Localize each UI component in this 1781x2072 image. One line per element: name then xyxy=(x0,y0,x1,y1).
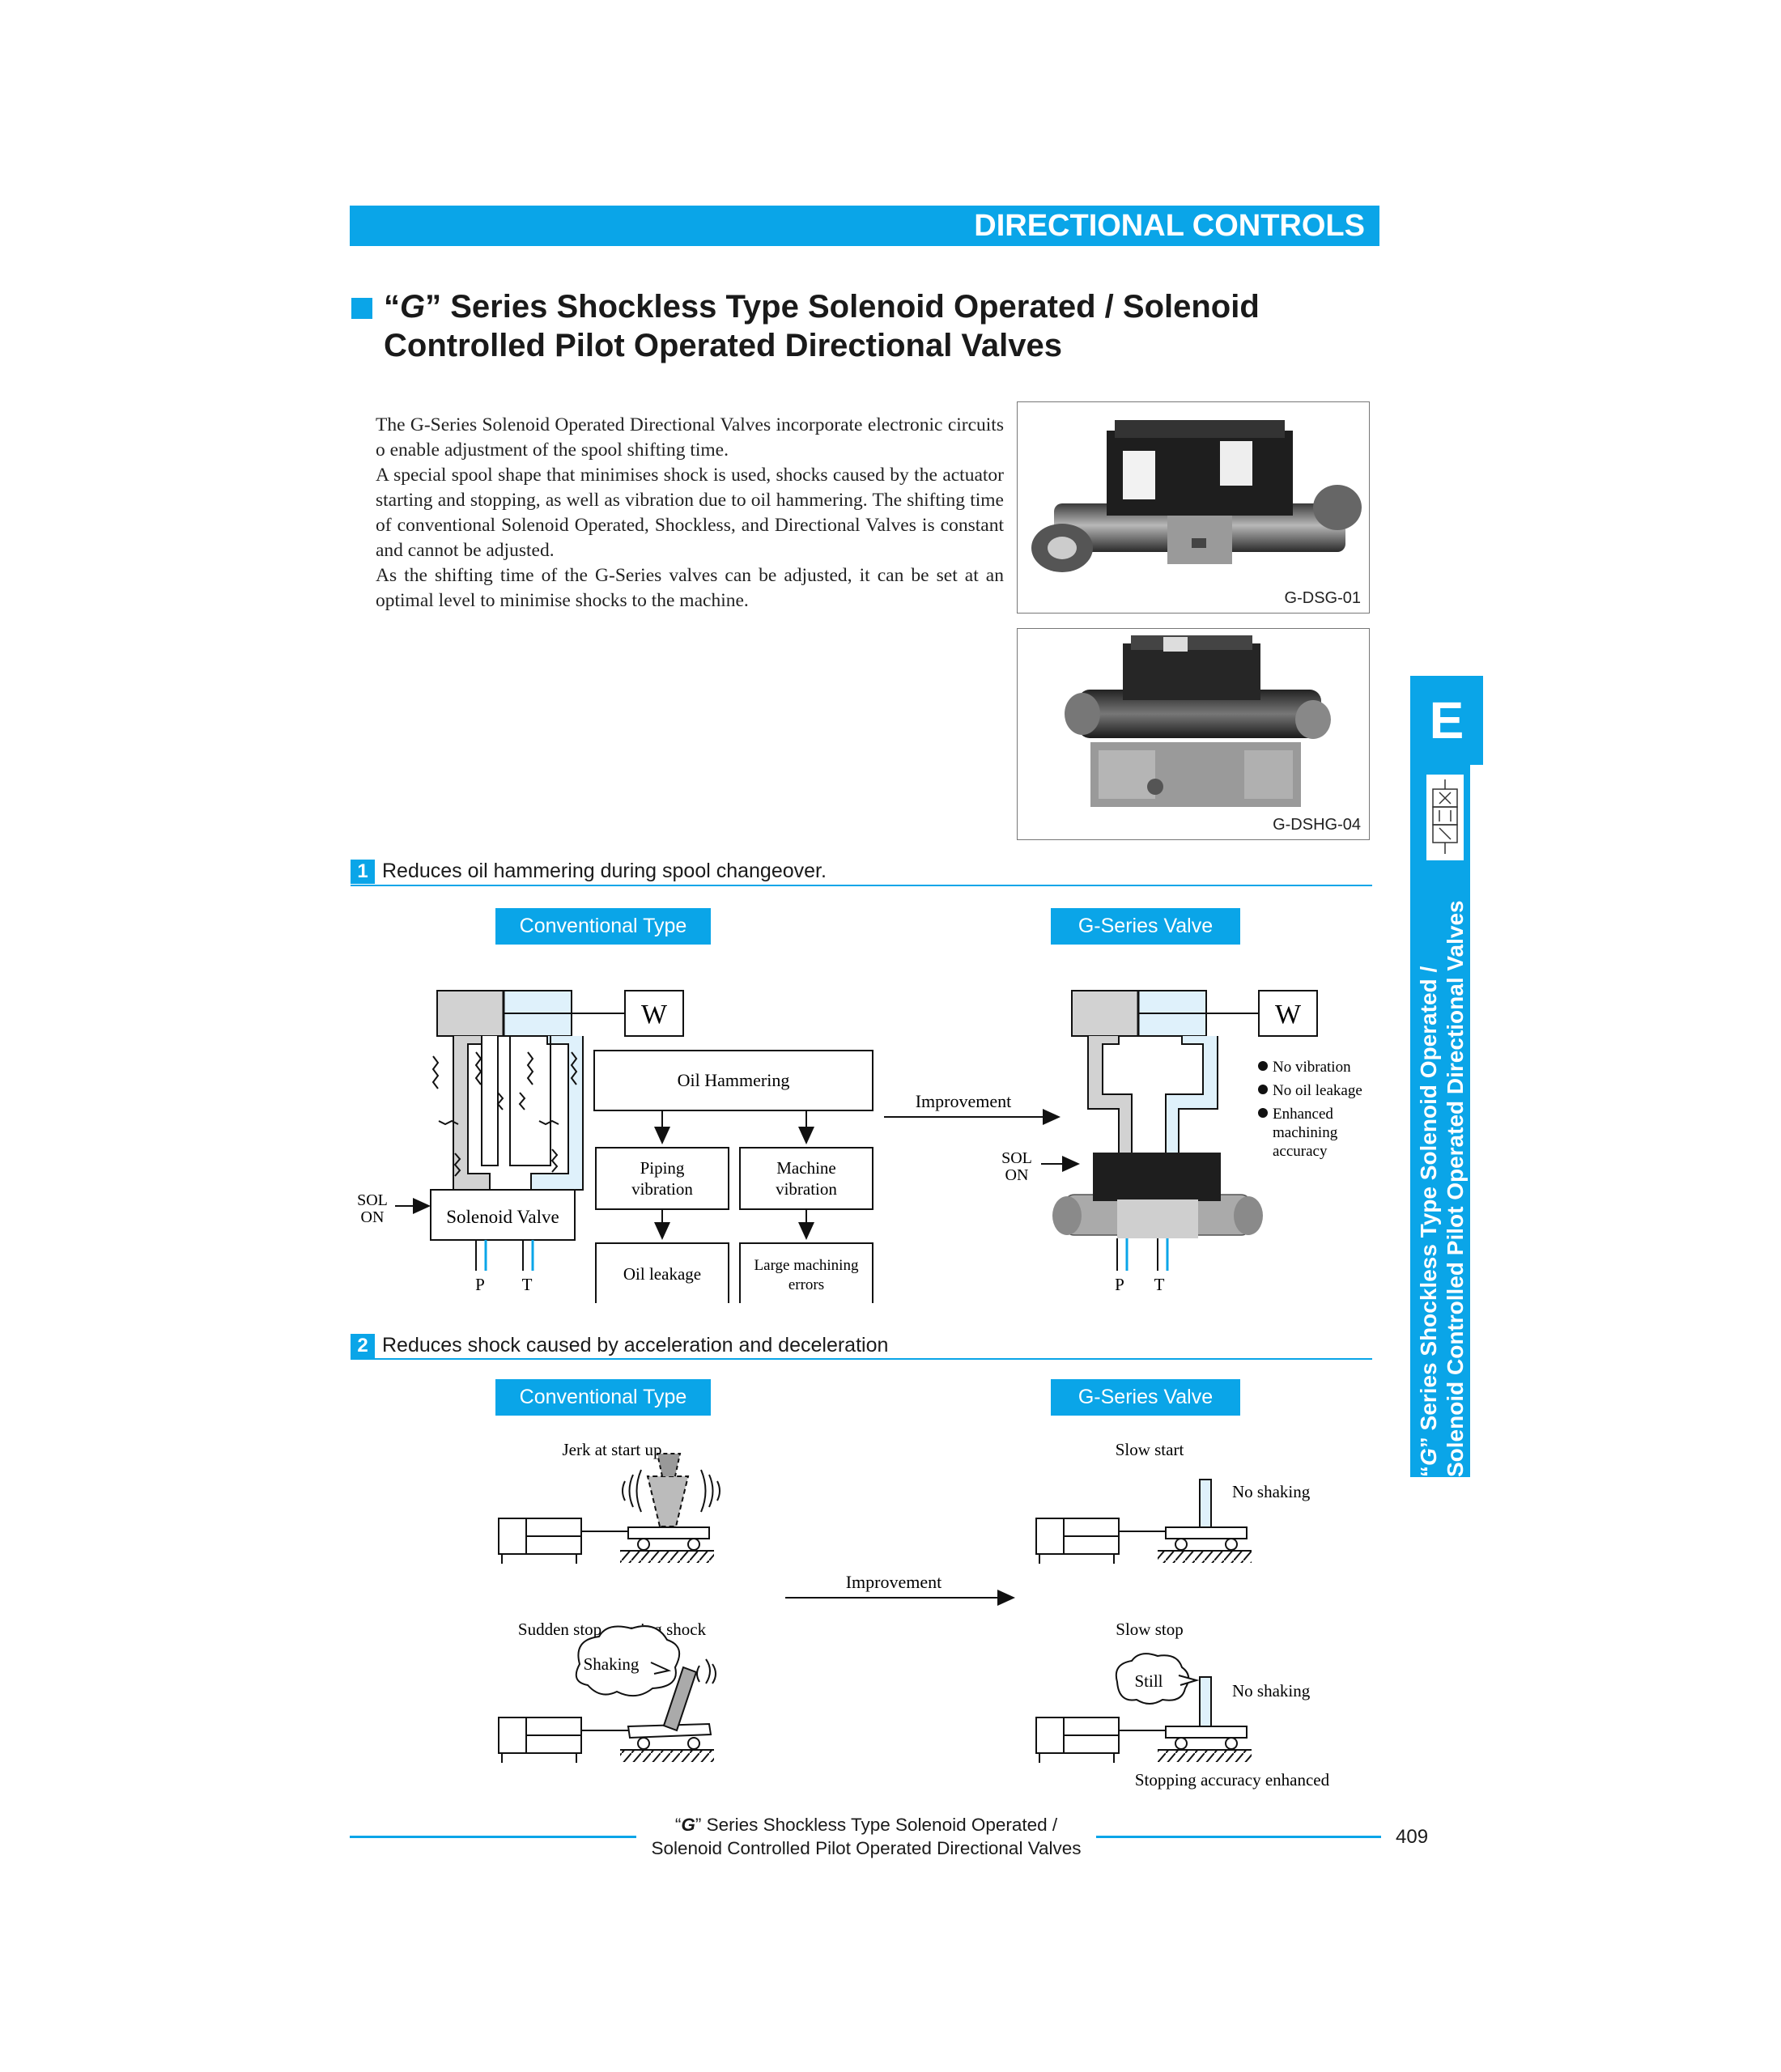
gseries-cylinder xyxy=(1071,990,1259,1037)
chapter-side-title: “G” Series Shockless Type Solenoid Opera… xyxy=(1416,900,1468,1477)
improvement-label-1: Improvement xyxy=(916,1091,1012,1111)
section1-rule xyxy=(351,885,1372,886)
oil-hammering-box: Oil Hammering xyxy=(593,1050,873,1111)
svg-text:Piping: Piping xyxy=(640,1158,685,1178)
conventional-piping xyxy=(453,1036,584,1223)
svg-text:Enhanced: Enhanced xyxy=(1273,1106,1333,1123)
right-end-cap xyxy=(1313,485,1362,530)
g-stop-machine xyxy=(1035,1676,1252,1763)
g-logo: G xyxy=(400,289,426,325)
svg-text:errors: errors xyxy=(788,1276,824,1293)
section-header-bar: DIRECTIONAL CONTROLS xyxy=(350,206,1379,246)
section1-title: Reduces oil hammering during spool chang… xyxy=(382,860,827,882)
intro-text: The G-Series Solenoid Operated Direction… xyxy=(376,413,1004,614)
conventional-cylinder xyxy=(436,990,625,1037)
title-bullet-square xyxy=(351,298,372,319)
g-port-t: T xyxy=(1154,1275,1165,1294)
section2-title: Reduces shock caused by acceleration and… xyxy=(382,1334,889,1357)
section-header-label: DIRECTIONAL CONTROLS xyxy=(974,209,1365,243)
svg-text:Machine: Machine xyxy=(776,1158,835,1178)
acceleration-shock-diagram: Jerk at start up Sudden stop, causing sh… xyxy=(498,1440,1330,1790)
g-sol-label: SOL xyxy=(1001,1149,1032,1167)
section1-gseries-label: G-Series Valve xyxy=(1051,908,1240,945)
section2-gseries-label: G-Series Valve xyxy=(1051,1379,1240,1416)
large-errors-box: Large machining errors xyxy=(739,1242,873,1303)
svg-text:No vibration: No vibration xyxy=(1273,1059,1351,1076)
valve-photo-illustration-2 xyxy=(1065,635,1331,807)
page-number: 409 xyxy=(1396,1826,1429,1848)
section1-number: 1 xyxy=(351,860,375,884)
photo-caption-2: G-DSHG-04 xyxy=(1273,816,1361,834)
valve-symbol-icon xyxy=(1426,775,1464,860)
benefits-list: No vibration No oil leakage Enhanced mac… xyxy=(1258,1059,1362,1160)
connector-block xyxy=(1123,643,1260,700)
chapter-side-strip xyxy=(1410,765,1470,1477)
svg-text:No oil leakage: No oil leakage xyxy=(1273,1082,1362,1099)
svg-text:accuracy: accuracy xyxy=(1273,1143,1328,1160)
svg-text:Large machining: Large machining xyxy=(754,1257,859,1274)
no-shaking-label-1: No shaking xyxy=(1232,1482,1311,1501)
section2-rule xyxy=(351,1358,1372,1360)
conv-port-p: P xyxy=(475,1275,485,1294)
still-bubble: Still xyxy=(1115,1653,1200,1705)
photo-g-dshg-04: G-DSHG-04 xyxy=(1017,628,1370,840)
oil-hammering-diagram: W Solenoid Valve P T SOL ON Oil Hammerin… xyxy=(357,990,1362,1303)
gseries-weight: W xyxy=(1258,990,1318,1037)
svg-text:W: W xyxy=(1275,1000,1302,1030)
svg-text:Shaking: Shaking xyxy=(584,1654,640,1674)
piping-vibration-box: Piping vibration xyxy=(595,1147,729,1210)
g-start-machine xyxy=(1035,1479,1252,1564)
g-on-label: ON xyxy=(1005,1166,1029,1184)
solenoid-body xyxy=(1078,690,1321,738)
shaking-bubble: Shaking xyxy=(575,1625,681,1697)
footer-rule-left xyxy=(350,1836,636,1838)
vibration-marks xyxy=(431,1051,578,1177)
gseries-piping xyxy=(1087,1036,1218,1157)
conv-on-label: ON xyxy=(361,1208,385,1226)
conv-stop-machine xyxy=(498,1666,714,1763)
oil-leakage-box: Oil leakage xyxy=(595,1242,729,1303)
jerk-label: Jerk at start up xyxy=(562,1440,661,1459)
svg-text:machining: machining xyxy=(1273,1124,1338,1141)
slow-start-label: Slow start xyxy=(1116,1440,1184,1459)
section1-conventional-label: Conventional Type xyxy=(495,908,711,945)
conv-sol-label: SOL xyxy=(357,1191,388,1209)
photo-g-dsg-01: G-DSG-01 xyxy=(1017,401,1370,614)
photo-caption-1: G-DSG-01 xyxy=(1284,589,1361,607)
valve-photo-illustration-1 xyxy=(1031,420,1362,572)
section2-number: 2 xyxy=(351,1334,375,1358)
footer-rule-right xyxy=(1096,1836,1381,1838)
svg-text:Solenoid Valve: Solenoid Valve xyxy=(446,1207,559,1227)
machine-vibration-box: Machine vibration xyxy=(739,1147,873,1210)
svg-text:W: W xyxy=(641,1000,668,1030)
svg-text:Still: Still xyxy=(1134,1671,1163,1691)
svg-text:vibration: vibration xyxy=(631,1179,693,1199)
intro-paragraph-3: As the shifting time of the G-Series val… xyxy=(376,565,1004,611)
intro-paragraph-2: A special spool shape that minimises sho… xyxy=(376,465,1004,561)
gseries-valve-illustration xyxy=(1052,1153,1263,1238)
slow-stop-label: Slow stop xyxy=(1116,1620,1183,1639)
intro-paragraph-1: The G-Series Solenoid Operated Direction… xyxy=(376,414,1004,461)
stopping-accuracy-label: Stopping accuracy enhanced xyxy=(1135,1770,1330,1790)
section2-conventional-label: Conventional Type xyxy=(495,1379,711,1416)
svg-text:vibration: vibration xyxy=(776,1179,837,1199)
footer-title: “G” Series Shockless Type Solenoid Opera… xyxy=(651,1815,1082,1858)
g-port-p: P xyxy=(1115,1275,1124,1294)
conventional-weight: W xyxy=(624,990,684,1037)
solenoid-valve-box: Solenoid Valve xyxy=(430,1189,576,1241)
svg-text:Oil leakage: Oil leakage xyxy=(623,1264,701,1284)
conv-port-t: T xyxy=(522,1275,533,1294)
jerk-vibration-marks xyxy=(622,1469,720,1513)
chapter-tab-e: E xyxy=(1410,676,1483,765)
page-title: “G” Series Shockless Type Solenoid Opera… xyxy=(384,289,1260,363)
no-shaking-label-2: No shaking xyxy=(1232,1681,1311,1700)
improvement-label-2: Improvement xyxy=(846,1572,942,1592)
svg-text:Oil Hammering: Oil Hammering xyxy=(678,1070,790,1090)
conv-start-machine xyxy=(498,1453,714,1564)
